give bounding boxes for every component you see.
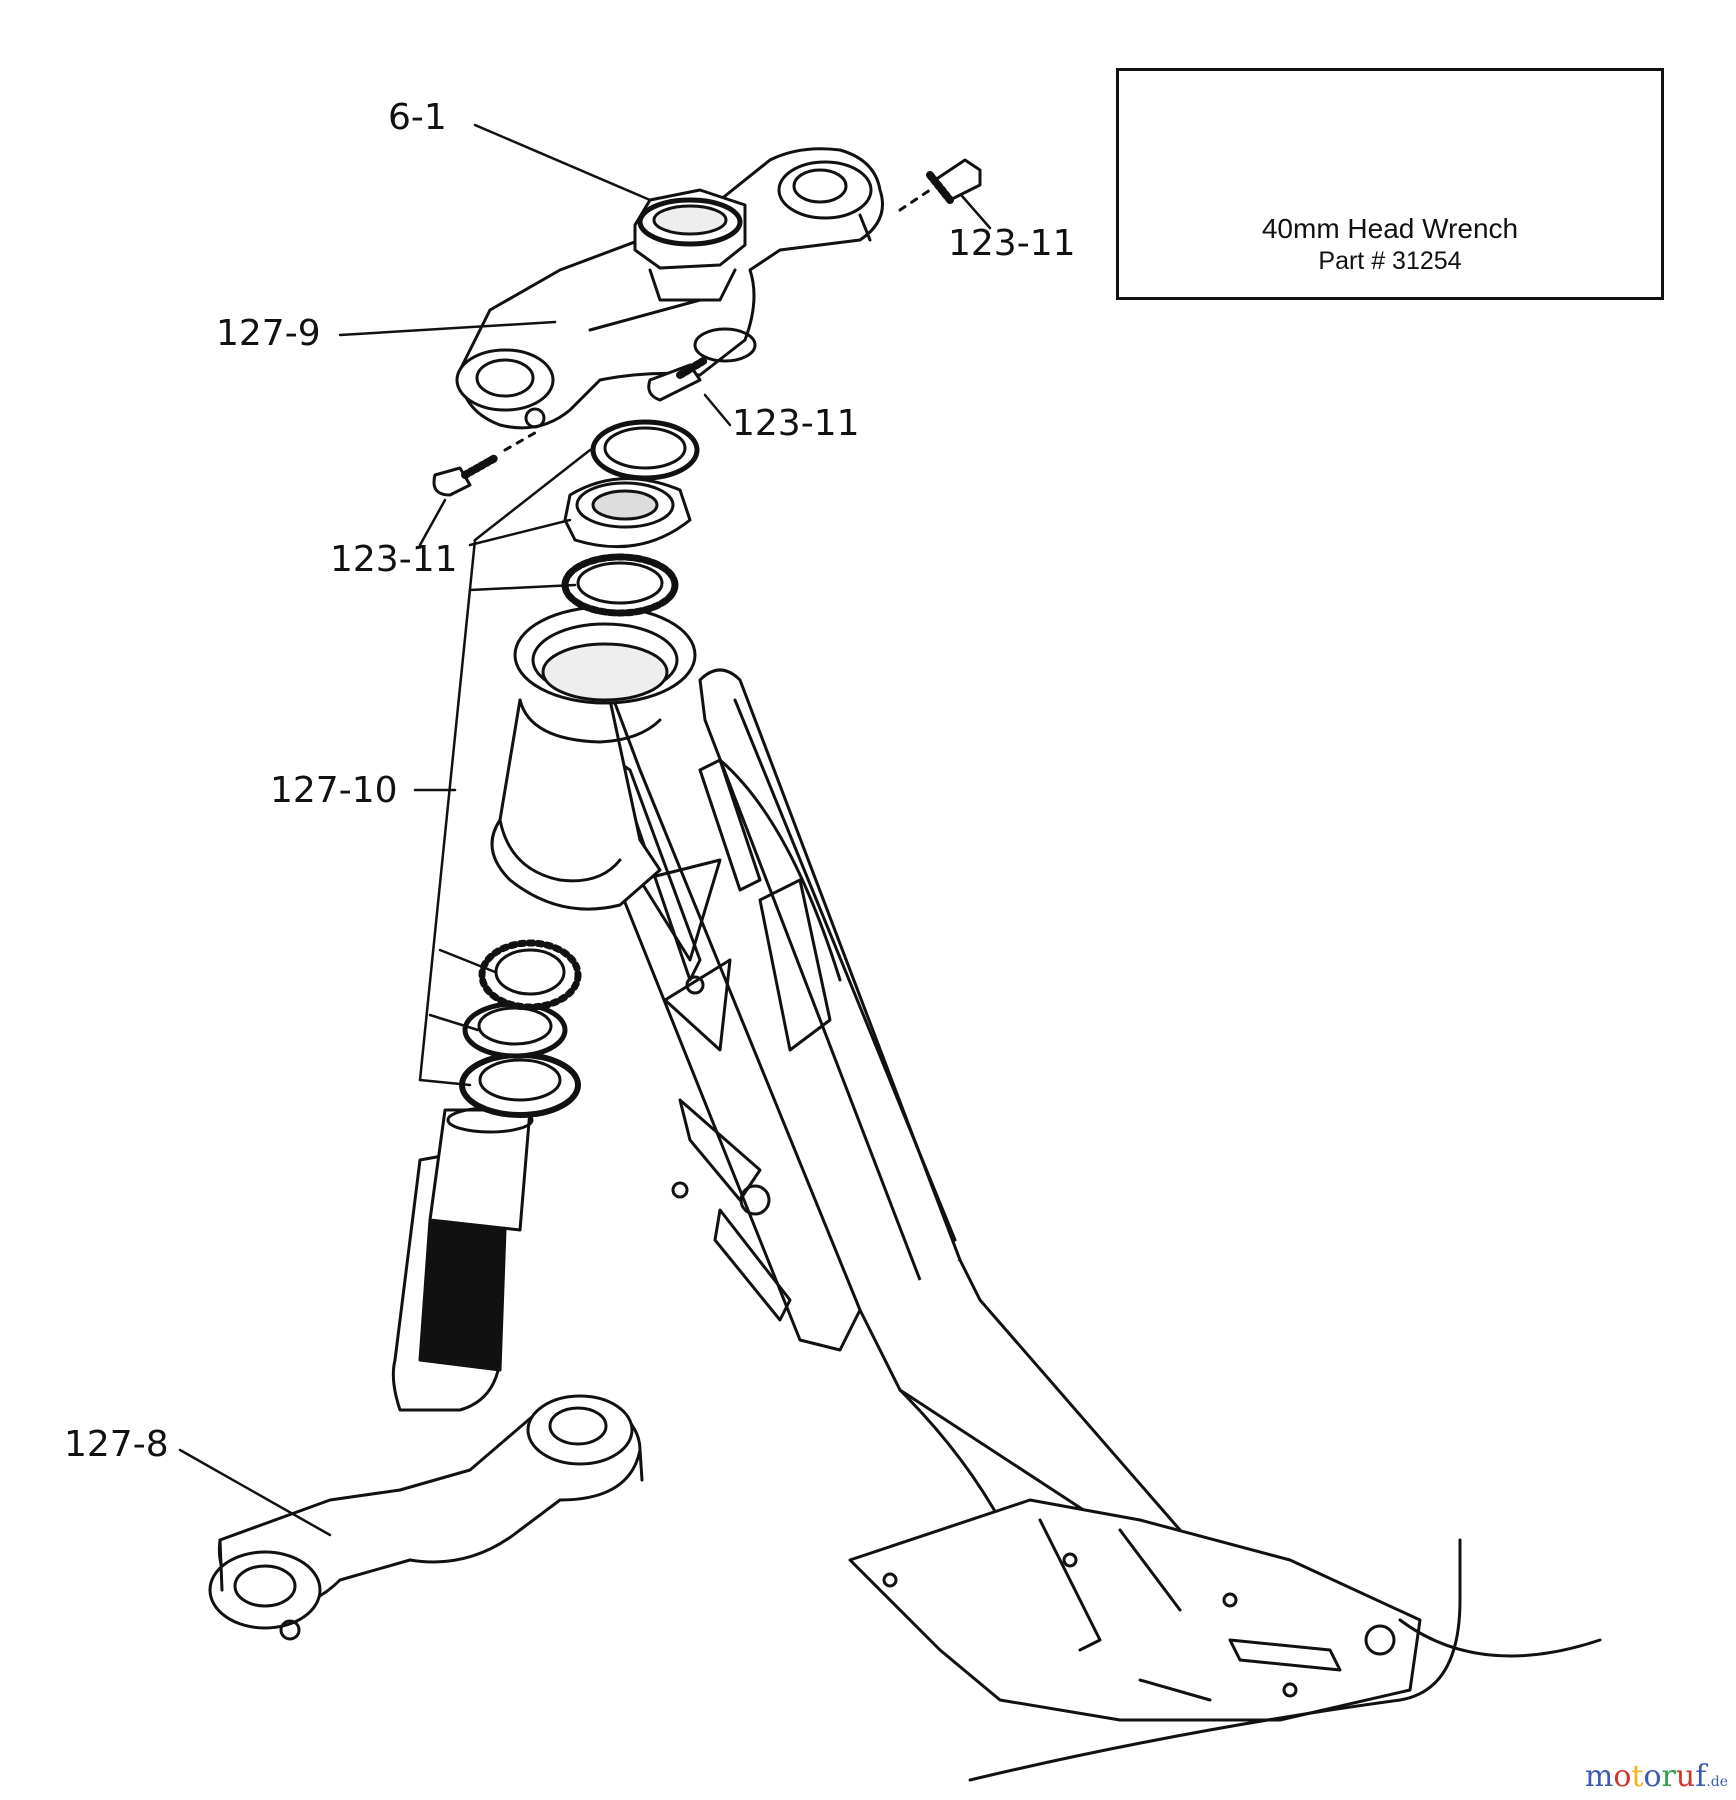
callout-123-11-top: 123-11 bbox=[948, 223, 1076, 264]
callout-123-11-middle: 123-11 bbox=[732, 403, 860, 444]
bolt-left bbox=[432, 428, 542, 497]
watermark-letter: o bbox=[1613, 1759, 1632, 1794]
upper-bearing-stack bbox=[561, 419, 700, 617]
tool-part-number: Part # 31254 bbox=[1318, 247, 1462, 275]
watermark-letter: m bbox=[1584, 1759, 1614, 1794]
callout-6-1: 6-1 bbox=[388, 97, 447, 138]
special-tool-box: 40mm Head Wrench Part # 31254 bbox=[1116, 68, 1664, 300]
callout-127-10: 127-10 bbox=[270, 770, 398, 811]
callout-127-9: 127-9 bbox=[216, 313, 321, 354]
lower-triple-clamp bbox=[208, 1394, 644, 1641]
callout-123-11-left: 123-11 bbox=[330, 539, 458, 580]
upper-triple-clamp bbox=[455, 147, 884, 430]
watermark-suffix: .de bbox=[1706, 1774, 1728, 1790]
watermark-letter: r bbox=[1661, 1759, 1676, 1794]
callout-127-8: 127-8 bbox=[64, 1424, 169, 1465]
frame bbox=[578, 668, 1602, 1782]
watermark-letter: f bbox=[1695, 1759, 1707, 1794]
tool-name: 40mm Head Wrench bbox=[1261, 213, 1519, 244]
steering-stem bbox=[391, 1106, 534, 1412]
site-watermark: motoruf.de bbox=[1585, 1759, 1728, 1794]
top-nut bbox=[633, 188, 747, 302]
bolts bbox=[432, 158, 982, 497]
lower-bearing-stack bbox=[459, 939, 582, 1118]
head-tube bbox=[490, 605, 697, 911]
watermark-letter: o bbox=[1643, 1759, 1662, 1794]
watermark-letter: t bbox=[1631, 1759, 1644, 1794]
leader-lines bbox=[178, 123, 992, 1537]
bolt-top-right bbox=[898, 158, 982, 212]
bolt-middle bbox=[647, 356, 709, 402]
watermark-letter: u bbox=[1675, 1759, 1696, 1794]
